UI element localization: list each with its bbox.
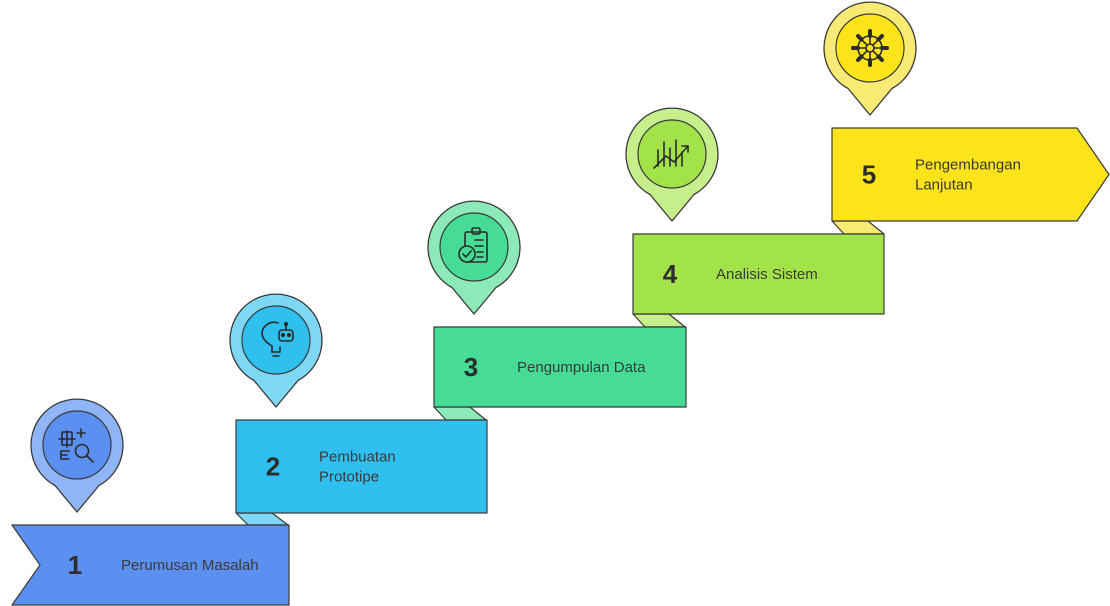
step-label-line: Prototipe xyxy=(319,469,379,486)
step-label-line: Pengembangan xyxy=(915,157,1021,174)
step-label-line: Analisis Sistem xyxy=(716,266,818,283)
step-number: 3 xyxy=(464,352,478,382)
step-label-line: Pengumpulan Data xyxy=(517,359,646,376)
step-number: 4 xyxy=(663,259,678,289)
step-label-line: Perumusan Masalah xyxy=(121,557,259,574)
step-label-line: Lanjutan xyxy=(915,177,973,194)
step-number: 1 xyxy=(68,550,82,580)
step-pin xyxy=(625,107,719,222)
step-number: 5 xyxy=(862,160,876,190)
step-1: 1 Perumusan Masalah xyxy=(11,524,290,606)
step-4: 4 Analisis Sistem xyxy=(632,233,885,315)
step-pin xyxy=(427,200,521,315)
gear-wheel-icon xyxy=(851,29,889,67)
step-box xyxy=(11,524,290,606)
connector-fold xyxy=(235,512,289,526)
connector-fold xyxy=(632,313,686,328)
step-label-line: Pembuatan xyxy=(319,449,396,466)
step-number: 2 xyxy=(266,452,280,482)
step-pin xyxy=(823,1,917,116)
step-box xyxy=(632,233,885,315)
connector-fold xyxy=(831,220,885,235)
step-3: 3 Pengumpulan Data xyxy=(433,326,687,408)
clipboard-check-icon xyxy=(458,227,488,263)
trend-chart-icon xyxy=(653,139,689,169)
step-box xyxy=(831,127,1110,222)
step-pin xyxy=(30,398,124,513)
step-pin xyxy=(229,293,323,408)
step-box xyxy=(433,326,687,408)
connector-fold xyxy=(433,406,487,421)
step-box xyxy=(235,419,488,514)
formula-search-icon xyxy=(58,428,94,463)
lightbulb-robot-icon xyxy=(261,321,294,357)
